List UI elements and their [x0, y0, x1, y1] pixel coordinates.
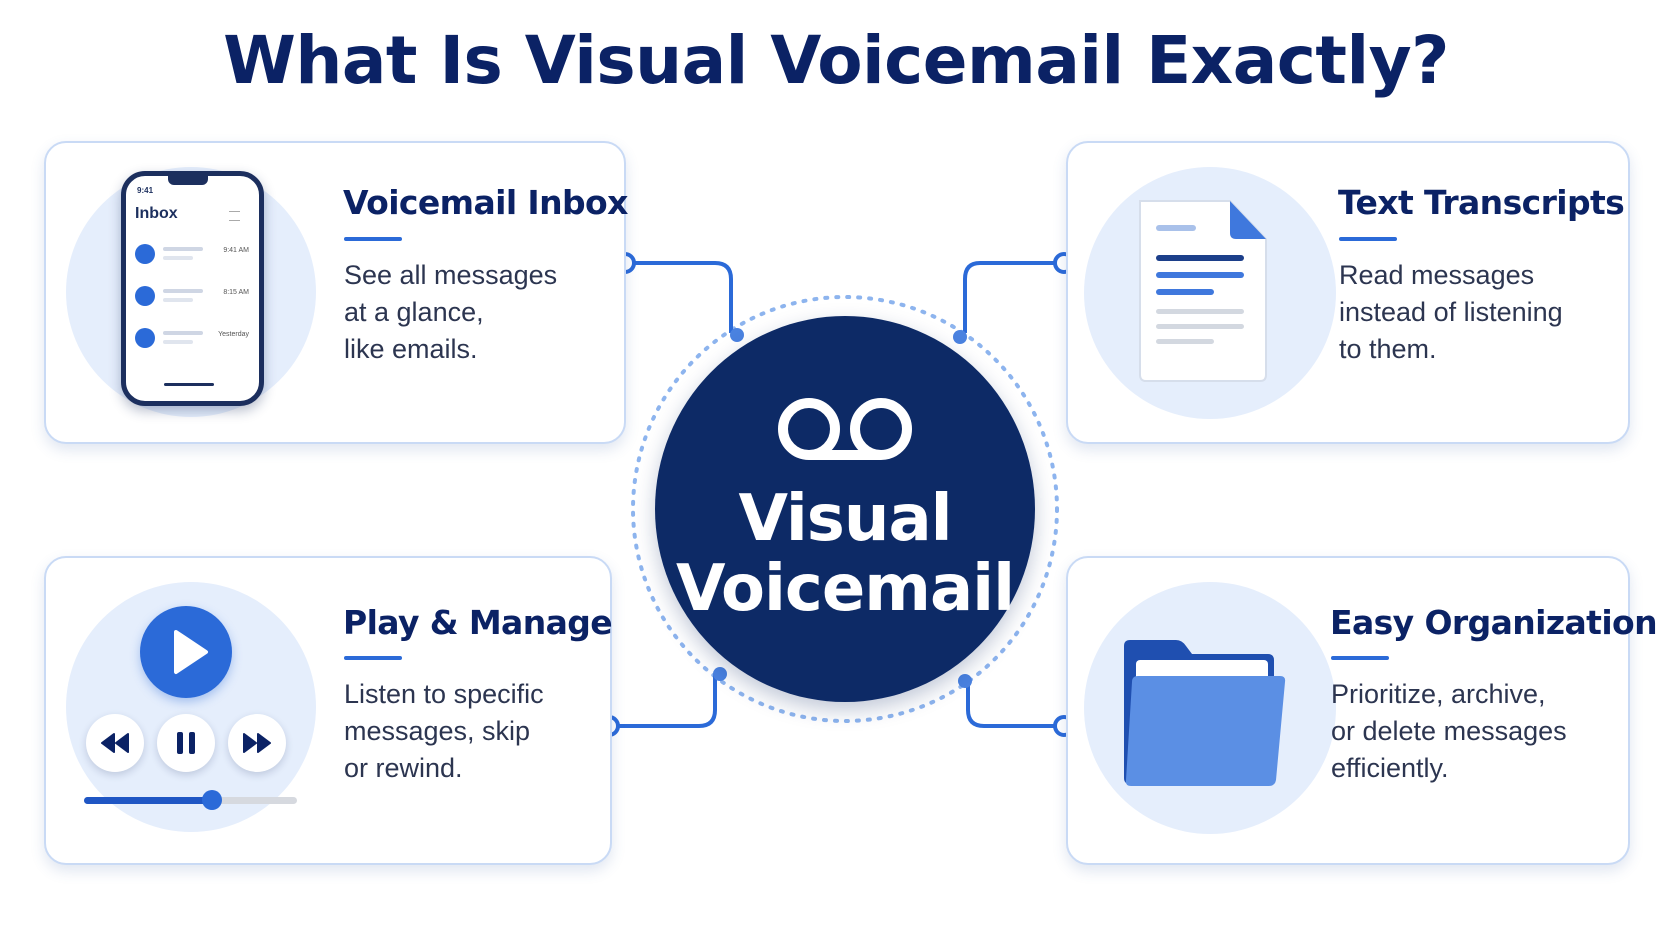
list-item: Yesterday — [135, 326, 249, 350]
message-line — [163, 331, 203, 335]
menu-icon — [229, 211, 240, 221]
progress-track — [84, 790, 297, 810]
card-title: Voicemail Inbox — [343, 183, 628, 222]
voicemail-icon — [778, 398, 912, 460]
phone-header: Inbox — [135, 205, 178, 222]
connector-dot-play — [713, 667, 727, 681]
message-line — [163, 289, 203, 293]
card-divider — [1331, 656, 1389, 660]
document-icon — [1139, 200, 1267, 382]
message-line — [163, 298, 193, 302]
home-indicator — [164, 383, 214, 386]
card-voicemail-inbox: 9:41 Inbox 9:41 AM 8:15 AM Yesterday — [44, 141, 628, 444]
avatar-icon — [135, 328, 155, 348]
folder-icon — [1124, 640, 1286, 786]
message-time: 8:15 AM — [223, 289, 249, 296]
list-item: 9:41 AM — [135, 242, 249, 266]
card-title: Easy Organization — [1330, 603, 1658, 642]
message-line — [163, 340, 193, 344]
progress-fill — [84, 797, 212, 804]
progress-knob[interactable] — [201, 790, 222, 810]
avatar-icon — [135, 286, 155, 306]
card-divider — [1339, 237, 1397, 241]
connector-organization — [966, 681, 1064, 728]
card-title: Text Transcripts — [1338, 183, 1625, 222]
connector-play — [609, 674, 717, 728]
fast-forward-icon — [228, 714, 286, 772]
message-line — [163, 256, 193, 260]
card-play-manage: Play & Manage Listen to specific message… — [44, 556, 613, 865]
card-description: Prioritize, archive, or delete messages … — [1331, 679, 1567, 783]
connector-dot-transcripts — [953, 330, 967, 344]
connector-dot-inbox — [730, 328, 744, 342]
card-easy-organization: Easy Organization Prioritize, archive, o… — [1066, 556, 1658, 865]
card-divider — [344, 656, 402, 660]
card-title: Play & Manage — [343, 603, 613, 642]
list-item: 8:15 AM — [135, 284, 249, 308]
page-title: What Is Visual Voicemail Exactly? — [223, 22, 1449, 99]
center-label: Visual Voicemail — [675, 482, 1015, 626]
phone-status-time: 9:41 — [137, 186, 154, 195]
dotted-ring — [631, 295, 1059, 723]
avatar-icon — [135, 244, 155, 264]
message-line — [163, 247, 203, 251]
card-description: Read messages instead of listening to th… — [1339, 260, 1563, 364]
card-text-transcripts: Text Transcripts Read messages instead o… — [1066, 141, 1630, 444]
rewind-icon — [86, 714, 144, 772]
play-icon — [140, 606, 232, 698]
card-description: See all messages at a glance, like email… — [344, 260, 558, 364]
card-description: Listen to specific messages, skip or rew… — [344, 679, 544, 783]
message-time: Yesterday — [218, 331, 249, 338]
phone-notch — [168, 176, 208, 185]
phone-inbox-icon: 9:41 Inbox 9:41 AM 8:15 AM Yesterday — [121, 171, 264, 406]
connector-dot-organization — [958, 674, 972, 688]
pause-icon — [157, 714, 215, 772]
card-divider — [344, 237, 402, 241]
message-time: 9:41 AM — [223, 247, 249, 254]
center-hub: Visual Voicemail — [655, 316, 1035, 702]
connector-transcripts — [963, 261, 1064, 333]
connector-inbox — [625, 261, 733, 333]
